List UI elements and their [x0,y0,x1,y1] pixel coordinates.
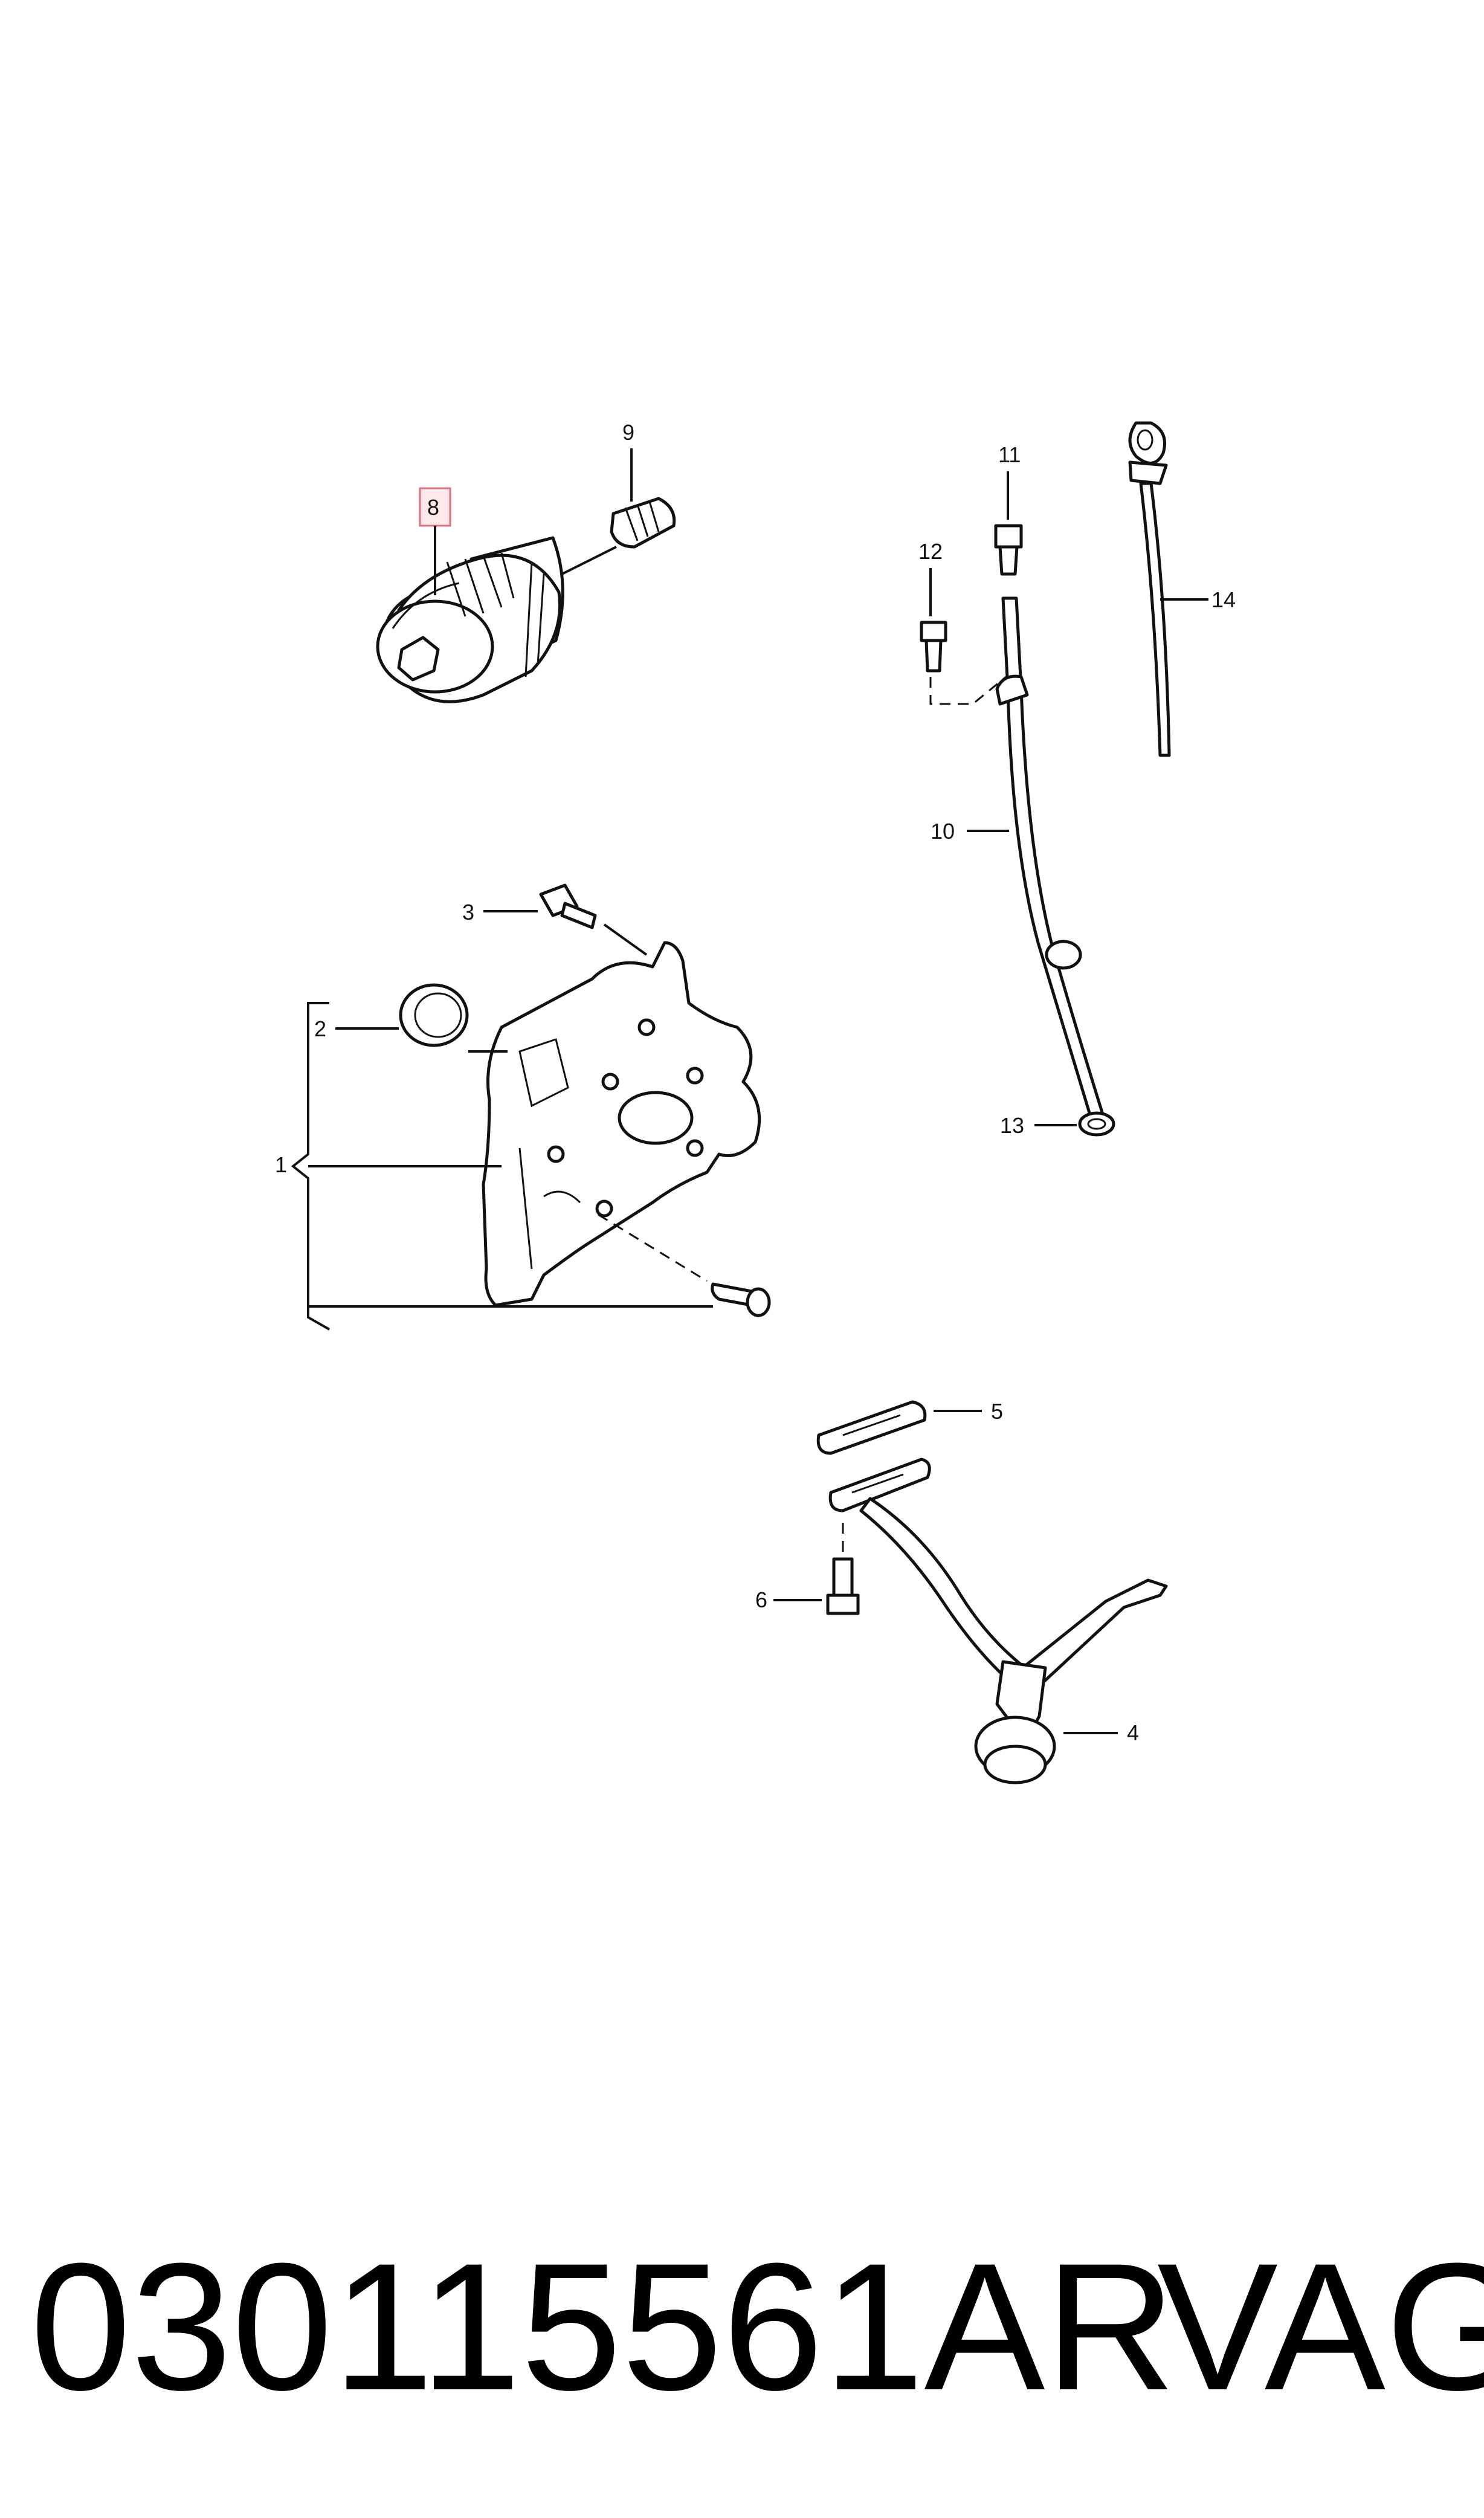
tube-bolt [994,524,1023,576]
oil-pickup [828,1458,1168,1784]
bracket-bolt [920,621,947,673]
callout-11: 11 [998,442,1021,467]
pump-lower-bolt [711,1282,771,1317]
pickup-gasket [816,1400,927,1455]
threaded-union [610,497,676,549]
callout-12: 12 [918,539,943,564]
seal-ring [399,983,469,1047]
callout-5: 5 [991,1399,1003,1424]
callout-6: 6 [755,1587,767,1612]
callout-10: 10 [931,819,955,844]
callout-13: 13 [1000,1113,1024,1138]
dipstick [1128,421,1171,757]
dipstick-tube [995,596,1108,1129]
callout-14: 14 [1211,587,1236,612]
callout-8: 8 [427,495,439,520]
callout-1: 1 [275,1152,287,1177]
callout-3: 3 [462,900,474,925]
callout-4: 4 [1127,1720,1139,1745]
callout-2: 2 [314,1016,326,1041]
o-ring [1078,1111,1115,1137]
part-number: 030115561AR [30,2225,1176,2428]
brand-label: VAG [1157,2225,1484,2428]
oil-pump [482,941,761,1307]
pump-bolt [539,883,597,929]
callout-9: 9 [622,420,634,445]
callout-8-highlight [419,487,451,527]
pickup-bolt [826,1557,860,1615]
oil-filter [376,536,564,703]
